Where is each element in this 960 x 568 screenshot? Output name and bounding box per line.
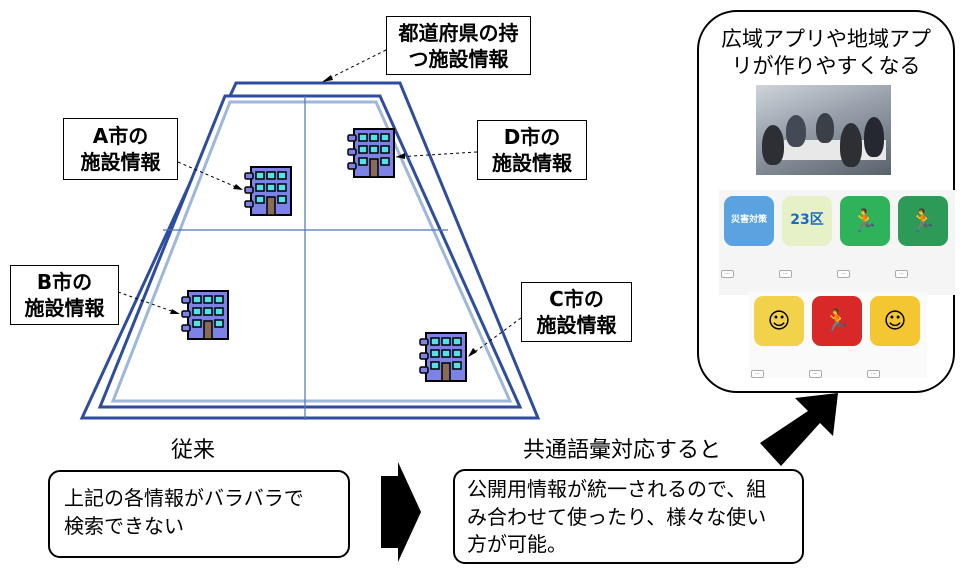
before-description: 上記の各情報がバラバラで 検索できない (48, 470, 350, 558)
panel-title: 広域アプリや地域アプ リが作りやすくなる (721, 27, 931, 79)
label-prefecture: 都道府県の持 つ施設情報 (386, 16, 531, 75)
mascot-2-icon: ☺ (883, 308, 907, 334)
pointer-d-arrowhead (396, 153, 405, 159)
app-panel: 広域アプリや地域アプ リが作りやすくなる 災害対策 ⋯ 23区 ⋯ 🏃 ⋯ 🏃 … (697, 10, 955, 393)
pointer-b (117, 291, 181, 315)
building-b-icon (181, 290, 229, 340)
pointer-c-arrowhead (468, 348, 477, 357)
pointer-prefecture-arrowhead (322, 75, 333, 82)
label-city-b: B市の 施設情報 (10, 265, 119, 325)
app-23ku-icon-text: 23区 (790, 212, 824, 229)
exit-sign-icon: 🏃 (909, 208, 937, 234)
label-city-d: D市の 施設情報 (477, 120, 587, 180)
running-man-icon: 🏃 (851, 208, 879, 234)
label-city-c: C市の 施設情報 (521, 282, 632, 342)
meeting-photo (756, 85, 891, 175)
app-mascot-2[interactable]: ☺ ⋯ (867, 296, 923, 379)
caption-after: 共通語彙対応すると (523, 438, 722, 463)
label-city-a: A市の 施設情報 (63, 118, 178, 180)
app-compass[interactable]: 🏃 ⋯ (837, 196, 893, 279)
app-evacuation-23ku[interactable]: 23区 ⋯ (779, 196, 835, 279)
app-disaster[interactable]: 災害対策 ⋯ (721, 196, 777, 279)
building-c-icon (419, 332, 467, 382)
cities-area-inner (110, 100, 513, 403)
app-shelter[interactable]: 🏃 ⋯ (895, 196, 951, 279)
app-grid: 災害対策 ⋯ 23区 ⋯ 🏃 ⋯ 🏃 ⋯ (719, 190, 955, 295)
mascot-icon: ☺ (767, 308, 791, 334)
flow-arrow (381, 462, 421, 562)
building-d-icon (347, 128, 395, 178)
pointer-b-arrowhead (170, 309, 180, 314)
caption-before: 従来 (171, 438, 216, 463)
pointer-c (467, 317, 522, 358)
pointer-d (395, 151, 478, 158)
app-disaster-icon-text: 災害対策 (730, 215, 767, 226)
app-grid-row2: ☺ ⋯ 🏃 ⋯ ☺ ⋯ (749, 292, 927, 378)
after-description: 公開用情報が統一されるので、組 み合わせて使ったり、様々な使い 方が可能。 (453, 469, 804, 564)
emergency-run-icon: 🏃 (823, 308, 851, 334)
result-arrow (760, 393, 838, 466)
pointer-a-arrowhead (233, 184, 243, 190)
app-character[interactable]: ☺ ⋯ (751, 296, 807, 379)
app-hazard[interactable]: 🏃 ⋯ (809, 296, 865, 379)
building-a-icon (244, 166, 292, 216)
